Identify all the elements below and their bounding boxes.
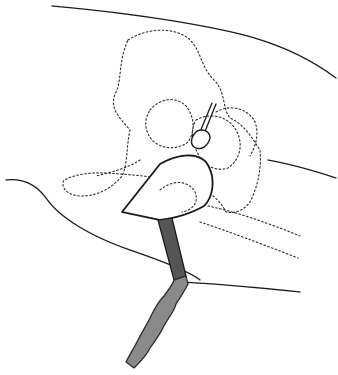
inner-acetabulum-outline bbox=[146, 100, 193, 148]
femur-shaft-lower bbox=[200, 222, 298, 258]
blade-outline bbox=[122, 155, 213, 220]
lateral-structure-outline bbox=[216, 108, 257, 156]
femur-shaft-upper bbox=[208, 206, 300, 236]
dotted-anatomy-outline bbox=[63, 30, 300, 258]
hook-tip bbox=[192, 130, 211, 149]
handle-grip-segment bbox=[126, 276, 188, 368]
lower-right-contour bbox=[180, 282, 300, 292]
upper-body-contour bbox=[52, 6, 336, 78]
retractor-handle bbox=[126, 218, 188, 368]
retractor-tool bbox=[192, 103, 217, 149]
handle-upper-segment bbox=[158, 218, 186, 280]
retractor-blade bbox=[122, 155, 213, 220]
right-fold-line bbox=[268, 160, 336, 178]
